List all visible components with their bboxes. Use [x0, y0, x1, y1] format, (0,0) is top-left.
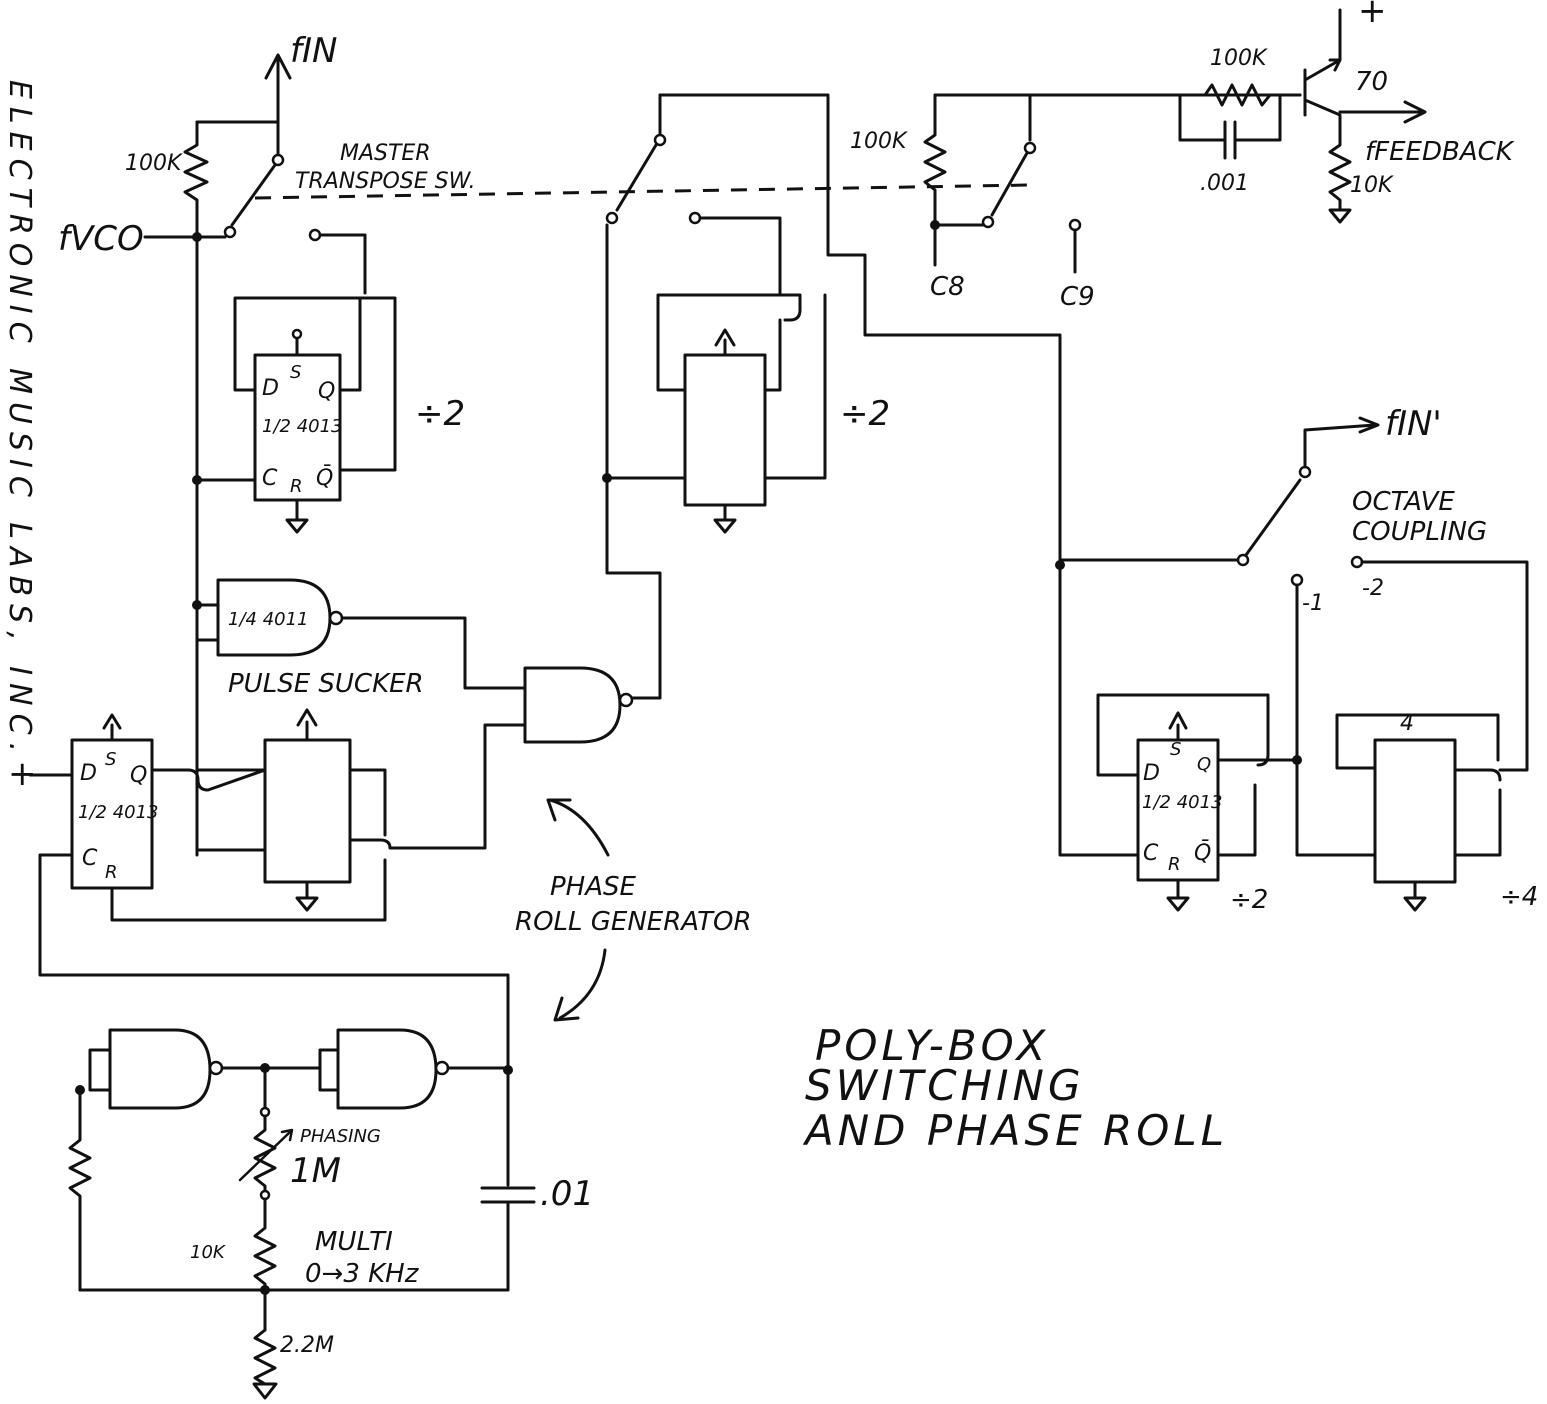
side-company-label: ELECTRONIC MUSIC LABS, INC. — [2, 80, 37, 760]
mechanical-link-dashed — [254, 183, 1031, 200]
center-nand — [393, 223, 662, 850]
svg-text:C: C — [262, 466, 278, 491]
ff-right2-supply: 4 — [1400, 711, 1414, 736]
phasing-value-label: 1M — [290, 1151, 341, 1191]
ff-right-chip-label: 1/2 4013 — [1142, 792, 1223, 813]
c8-label: C8 — [930, 272, 965, 302]
r-100k-top-label: 100K — [1210, 46, 1268, 71]
f-vco-label: fVCO — [58, 219, 144, 259]
pulse-sucker-nand: 1/4 4011 PULSE SUCKER — [192, 578, 527, 699]
phase-label-1: PHASE — [550, 872, 637, 902]
r-10k-bottom-label: 10K — [190, 1242, 226, 1263]
phase-roll-ff-2 — [195, 708, 397, 912]
svg-text:Q: Q — [130, 763, 147, 788]
phase-roll-flip-flop: D S Q 1/2 4013 C R + — [8, 713, 510, 1072]
title-line-2: SWITCHING — [805, 1061, 1085, 1110]
svg-text:D: D — [262, 376, 279, 401]
multi-label-1: MULTI — [315, 1227, 393, 1257]
master-label-1: MASTER — [340, 141, 431, 166]
svg-text:Q: Q — [318, 379, 335, 404]
svg-text:S: S — [290, 362, 301, 383]
title-line-1: POLY-BOX — [815, 1021, 1049, 1070]
octave-coupling-section: fIN' OCTAVE COUPLING -1 -2 D S Q 1/2 401… — [1055, 404, 1538, 915]
plus-label-top: + — [1358, 0, 1387, 31]
svg-text:C: C — [1143, 841, 1159, 866]
title-line-3: AND PHASE ROLL — [802, 1106, 1228, 1155]
master-transpose-section: fIN 100K fVCO MASTER TRANSPOSE SW. — [58, 31, 476, 857]
r-100k-mid-label: 100K — [850, 129, 908, 154]
div2-c-label: ÷2 — [1230, 885, 1268, 915]
f-in-label: fIN — [290, 31, 337, 71]
multi-label-2: 0→3 KHz — [305, 1259, 420, 1289]
svg-text:Q̄: Q̄ — [1194, 840, 1211, 866]
phase-label-2: ROLL GENERATOR — [515, 907, 752, 937]
ff-phase-chip-label: 1/2 4013 — [78, 802, 159, 823]
phase-roll-annotation: PHASE ROLL GENERATOR — [515, 798, 752, 1022]
feedback-section: 100K C8 C9 100K .001 + 70 fFEEDBACK 10K — [850, 0, 1515, 312]
pulse-sucker-label: PULSE SUCKER — [228, 669, 424, 699]
minus1-label: -1 — [1302, 591, 1324, 616]
transistor-label: 70 — [1355, 67, 1388, 97]
master-label-2: TRANSPOSE SW. — [295, 169, 476, 194]
svg-text:R: R — [290, 476, 303, 497]
svg-text:R: R — [1168, 854, 1181, 875]
c-01-label: .01 — [540, 1174, 594, 1214]
svg-text:D: D — [1143, 761, 1160, 786]
svg-text:D: D — [80, 761, 97, 786]
div2-b-label: ÷2 — [840, 394, 890, 434]
diagram-title: POLY-BOX SWITCHING AND PHASE ROLL — [802, 1021, 1228, 1155]
svg-text:Q: Q — [1197, 754, 1211, 775]
svg-text:R: R — [105, 862, 118, 883]
nand-chip-label: 1/4 4011 — [228, 609, 309, 630]
svg-text:S: S — [105, 749, 116, 770]
r-100k-left-label: 100K — [125, 151, 183, 176]
octave-label-2: COUPLING — [1352, 517, 1487, 547]
multivibrator-section: .01 PHASING 1M 10K MULTI 0→3 KHz 2.2M — [68, 1028, 594, 1400]
svg-text:C: C — [82, 846, 98, 871]
div2-a-label: ÷2 — [415, 394, 465, 434]
octave-label-1: OCTAVE — [1352, 487, 1455, 517]
r-10k-top-label: 10K — [1350, 173, 1394, 198]
c9-label: C9 — [1060, 282, 1095, 312]
c-001-label: .001 — [1200, 171, 1249, 196]
div4-label: ÷4 — [1500, 882, 1538, 912]
center-switch-section: ÷2 — [602, 93, 1140, 857]
phasing-label: PHASING — [300, 1126, 381, 1147]
f-feedback-label: fFEEDBACK — [1365, 137, 1515, 167]
minus2-label: -2 — [1362, 576, 1384, 601]
svg-text:S: S — [1170, 739, 1181, 760]
r-2-2m-label: 2.2M — [280, 1333, 334, 1358]
svg-text:Q̄: Q̄ — [316, 465, 333, 491]
flip-flop-1: D S Q 1/2 4013 C R Q̄ ÷2 — [195, 296, 465, 534]
f-in-prime-label: fIN' — [1385, 404, 1442, 444]
ff1-chip-label: 1/2 4013 — [262, 416, 343, 437]
